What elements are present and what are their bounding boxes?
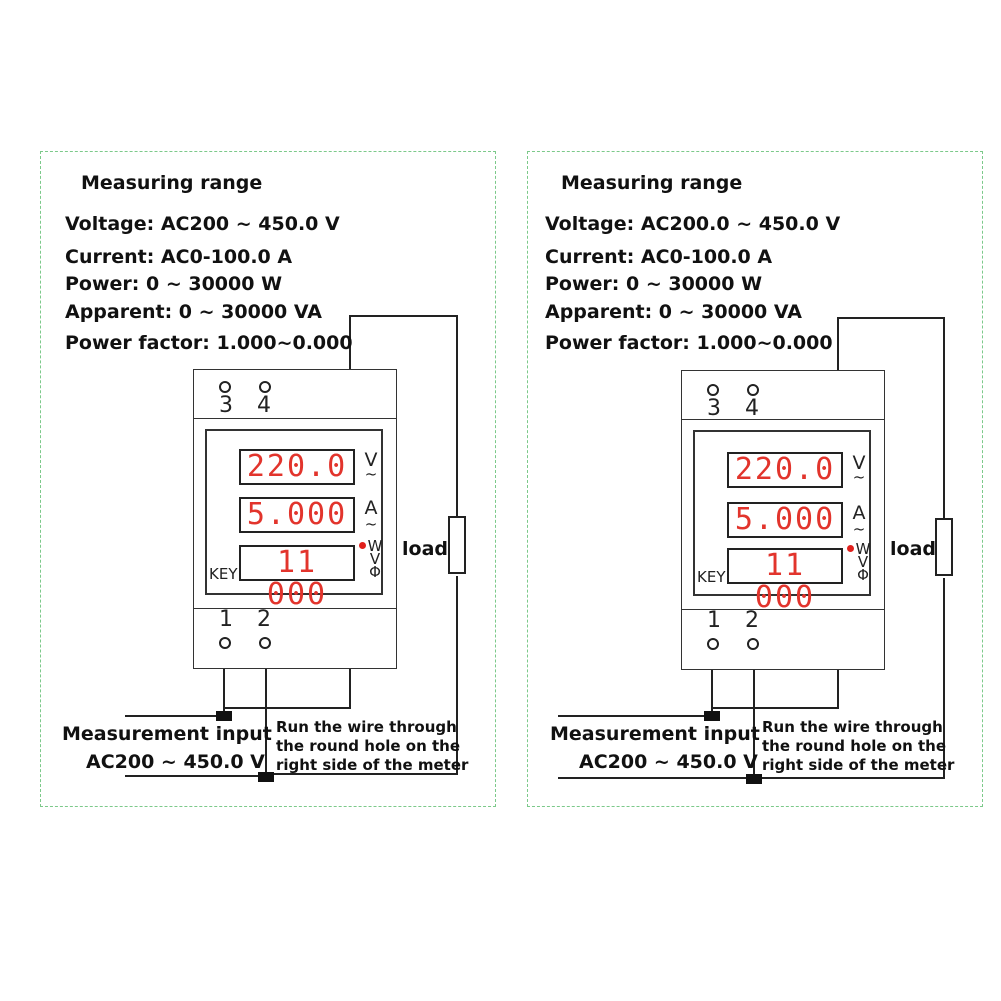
wire-clamp-bottom	[746, 774, 762, 784]
volt-unit: V	[364, 449, 378, 471]
apparent-spec: Apparent: 0 ~ 30000 VA	[545, 301, 803, 323]
watt-unit: W	[855, 540, 871, 558]
power-spec: Power: 0 ~ 30000 W	[65, 273, 283, 295]
voltage-spec: Voltage: AC200.0 ~ 450.0 V	[545, 213, 841, 235]
amp-unit: A	[852, 502, 866, 524]
meter-divider-bottom	[681, 609, 885, 610]
phi-unit: Φ	[369, 563, 381, 581]
key-button-label: KEY	[697, 568, 726, 586]
measurement-voltage-label: AC200 ~ 450.0 V	[86, 751, 265, 773]
load-label: load	[402, 538, 448, 560]
terminal-hole-1	[707, 638, 719, 650]
terminal-label-1: 1	[707, 608, 721, 633]
power-factor-spec: Power factor: 1.000~0.000	[545, 332, 833, 354]
power-reading: 11 000	[266, 545, 328, 612]
ac-symbol-voltage: ~	[852, 468, 866, 486]
wire-note-line-1: Run the wire through	[276, 718, 457, 736]
measurement-voltage-label: AC200 ~ 450.0 V	[579, 751, 758, 773]
volt-unit: V	[852, 452, 866, 474]
wire-note-line-2: the round hole on the	[762, 737, 947, 755]
voltage-display: 220.0	[239, 449, 355, 485]
power-display: 11 000	[239, 545, 355, 611]
load-label: load	[890, 538, 936, 560]
wiring-diagram-panel-right	[527, 151, 983, 807]
voltage-reading: 220.0	[246, 449, 348, 484]
volt-unit-small: V	[369, 550, 381, 568]
terminal-hole-2	[747, 638, 759, 650]
key-button-label: KEY	[209, 565, 238, 583]
load-resistor	[935, 518, 953, 576]
current-spec: Current: AC0-100.0 A	[545, 246, 773, 268]
wire-note-line-1: Run the wire through	[762, 718, 943, 736]
power-spec: Power: 0 ~ 30000 W	[545, 273, 763, 295]
power-display: 11 000	[727, 548, 843, 614]
phi-unit: Φ	[857, 566, 869, 584]
indicator-dot	[847, 545, 854, 552]
terminal-hole-4	[259, 381, 271, 393]
terminal-hole-4	[747, 384, 759, 396]
wire-clamp-top	[216, 711, 232, 721]
wire-clamp-bottom	[258, 772, 274, 782]
power-reading: 11 000	[754, 548, 816, 615]
load-resistor	[448, 516, 466, 574]
energy-meter: 3 4 220.0 V ~ 5.000 A ~ 11 000 W V Φ KEY…	[193, 369, 397, 669]
terminal-label-4: 4	[745, 396, 759, 421]
voltage-display: 220.0	[727, 452, 843, 488]
terminal-hole-3	[707, 384, 719, 396]
voltage-reading: 220.0	[734, 452, 836, 487]
terminal-label-1: 1	[219, 607, 233, 632]
power-factor-spec: Power factor: 1.000~0.000	[65, 332, 353, 354]
terminal-hole-2	[259, 637, 271, 649]
wire-note-line-2: the round hole on the	[276, 737, 461, 755]
indicator-dot	[359, 542, 366, 549]
wire-note-line-3: right side of the meter	[276, 756, 469, 774]
range-title: Measuring range	[81, 172, 263, 194]
current-reading: 5.000	[246, 497, 348, 532]
current-spec: Current: AC0-100.0 A	[65, 246, 293, 268]
current-reading: 5.000	[734, 502, 836, 537]
wiring-diagram-panel-left	[40, 151, 496, 807]
meter-faceplate: 220.0 V ~ 5.000 A ~ 11 000 W V Φ KEY	[205, 429, 383, 611]
meter-body	[193, 369, 397, 669]
ac-symbol-current: ~	[364, 515, 378, 533]
meter-divider-bottom	[193, 608, 397, 609]
measurement-input-label: Measurement input	[62, 723, 272, 745]
ac-symbol-voltage: ~	[364, 465, 378, 483]
terminal-label-2: 2	[745, 608, 759, 633]
current-display: 5.000	[239, 497, 355, 533]
ac-symbol-current: ~	[852, 520, 866, 538]
meter-body	[681, 370, 885, 670]
current-display: 5.000	[727, 502, 843, 538]
terminal-label-2: 2	[257, 607, 271, 632]
terminal-hole-1	[219, 637, 231, 649]
apparent-spec: Apparent: 0 ~ 30000 VA	[65, 301, 323, 323]
meter-faceplate: 220.0 V ~ 5.000 A ~ 11 000 W V Φ KEY	[693, 430, 871, 614]
terminal-label-3: 3	[707, 396, 721, 421]
meter-divider-top	[193, 418, 397, 419]
terminal-hole-3	[219, 381, 231, 393]
terminal-label-4: 4	[257, 393, 271, 418]
volt-unit-small: V	[857, 553, 869, 571]
terminal-label-3: 3	[219, 393, 233, 418]
meter-divider-top	[681, 419, 885, 420]
range-title: Measuring range	[561, 172, 743, 194]
wire-clamp-top	[704, 711, 720, 721]
watt-unit: W	[367, 537, 383, 555]
voltage-spec: Voltage: AC200 ~ 450.0 V	[65, 213, 340, 235]
measurement-input-label: Measurement input	[550, 723, 760, 745]
wire-note-line-3: right side of the meter	[762, 756, 955, 774]
amp-unit: A	[364, 497, 378, 519]
energy-meter: 3 4 220.0 V ~ 5.000 A ~ 11 000 W V Φ KEY…	[681, 370, 885, 670]
